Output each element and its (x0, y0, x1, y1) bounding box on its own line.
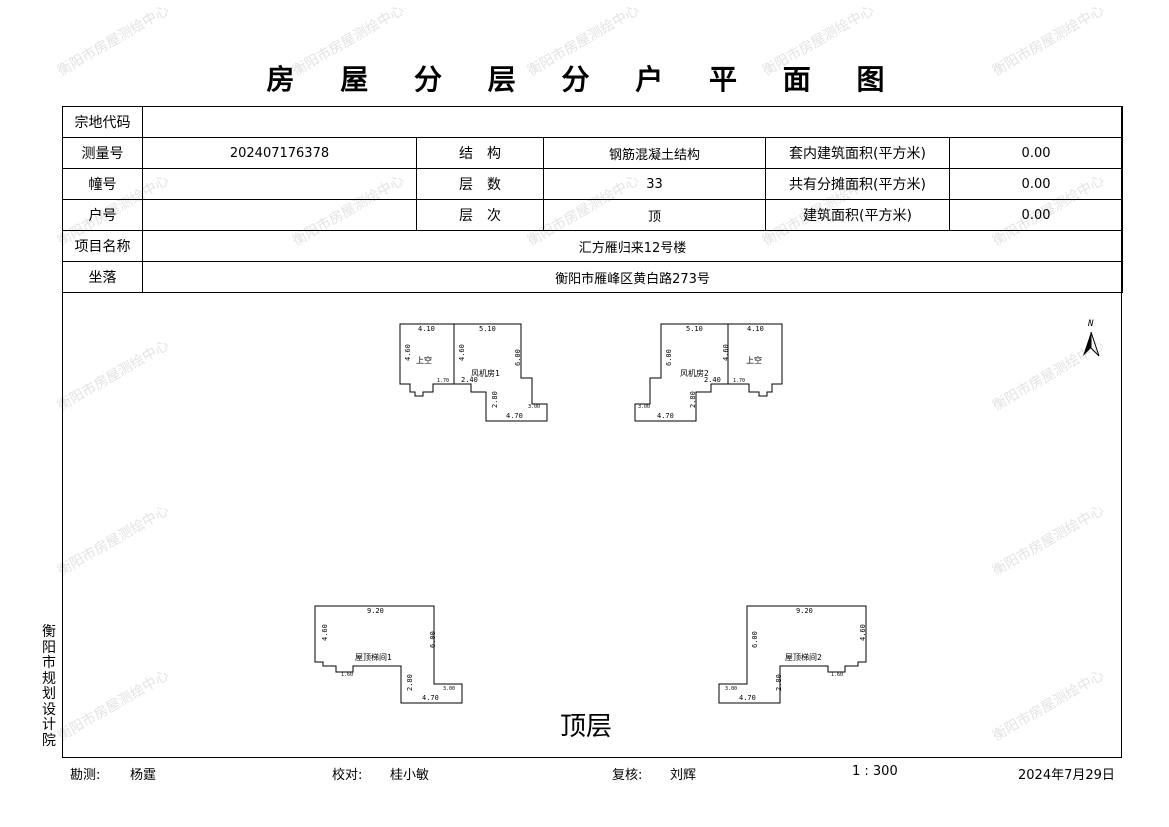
shared-area-label: 共有分摊面积(平方米) (765, 168, 950, 200)
checker-name: 桂小敏 (390, 768, 430, 783)
location-value: 衡阳市雁峰区黄白路273号 (141, 261, 1124, 293)
dim-label: 2.80 (689, 391, 697, 408)
parcel-code-value (141, 106, 1124, 138)
dim-label: 9.20 (367, 607, 384, 615)
north-arrow-icon: N (1083, 319, 1100, 357)
row-parcel-code: 宗地代码 (62, 106, 1124, 138)
building-area-label: 建筑面积(平方米) (765, 199, 950, 231)
dim-label: 4.60 (321, 624, 329, 641)
room-label-void-right: 上空 (746, 355, 762, 365)
inner-area-value: 0.00 (948, 137, 1124, 169)
dim-label: 2.40 (461, 376, 478, 384)
dim-label: 2.80 (775, 674, 783, 691)
info-table: 宗地代码 测量号 202407176378 结 构 钢筋混凝土结构 套内建筑面积… (62, 106, 1124, 293)
page-title: 房 屋 分 层 分 户 平 面 图 (266, 63, 903, 96)
dim-label: 9.20 (796, 607, 813, 615)
building-area-value: 0.00 (948, 199, 1124, 231)
dim-label: 2.40 (704, 376, 721, 384)
dim-label: 4.70 (657, 412, 674, 420)
dim-label: 4.60 (859, 624, 867, 641)
floor-plan: 4.10 5.10 4.60 4.60 6.00 2.40 1.70 2.80 … (314, 319, 1100, 704)
north-label: N (1087, 319, 1094, 329)
survey-no-value: 202407176378 (142, 137, 417, 169)
dim-label: 4.60 (458, 344, 466, 361)
dim-label: 1.70 (437, 378, 449, 384)
location-label: 坐落 (62, 261, 143, 293)
room-label-fan-room-2: 风机房2 (680, 368, 709, 378)
dim-label: 4.10 (747, 325, 764, 333)
dim-label: 3.00 (443, 686, 455, 692)
project-label: 项目名称 (62, 230, 143, 262)
dim-label: 3.00 (725, 686, 737, 692)
dim-label: 4.70 (739, 694, 756, 702)
checker-label: 校对: (332, 768, 363, 783)
side-char: 计 (42, 717, 56, 733)
floor-label: 层 次 (416, 199, 544, 231)
dim-label: 4.60 (404, 344, 412, 361)
unit-no-value (142, 199, 417, 231)
building-no-label: 幢号 (62, 168, 143, 200)
room-outline-fan-room-2 (634, 323, 728, 422)
room-label-void-left: 上空 (416, 355, 432, 365)
structure-label: 结 构 (416, 137, 544, 169)
row-unit: 户号 层 次 顶 建筑面积(平方米) 0.00 (62, 199, 1124, 231)
dim-label: 4.10 (418, 325, 435, 333)
dim-label: 4.70 (422, 694, 439, 702)
floors-label: 层 数 (416, 168, 544, 200)
room-outline-stair-room-2 (718, 605, 867, 704)
dim-label: 4.60 (722, 344, 730, 361)
side-char: 阳 (42, 639, 56, 656)
side-char: 院 (42, 732, 56, 749)
dim-label: 6.00 (665, 349, 673, 366)
dim-label: 2.80 (406, 674, 414, 691)
room-label-stair-room-1: 屋顶梯间1 (355, 652, 392, 662)
dim-label: 1.60 (831, 672, 843, 678)
room-label-stair-room-2: 屋顶梯间2 (785, 652, 822, 662)
reviewer-label: 复核: (612, 768, 643, 783)
reviewer-name: 刘辉 (670, 768, 697, 783)
sheet-label: 顶层 (560, 712, 613, 742)
surveyor-name: 杨霆 (130, 768, 157, 783)
dim-label: 3.00 (638, 404, 650, 410)
row-building: 幢号 层 数 33 共有分摊面积(平方米) 0.00 (62, 168, 1124, 200)
room-outline-stair-room-1 (314, 605, 463, 704)
project-value: 汇方雁归来12号楼 (141, 230, 1124, 262)
dim-label: 6.00 (429, 631, 437, 648)
building-no-value (142, 168, 417, 200)
side-char: 市 (42, 655, 56, 671)
structure-value: 钢筋混凝土结构 (543, 137, 766, 169)
side-char: 设 (42, 701, 56, 718)
floor-value: 顶 (543, 199, 766, 231)
inner-area-label: 套内建筑面积(平方米) (765, 137, 950, 169)
room-outline-fan-room-1 (454, 323, 548, 422)
shared-area-value: 0.00 (948, 168, 1124, 200)
dim-label: 5.10 (479, 325, 496, 333)
dim-label: 6.00 (514, 349, 522, 366)
room-label-fan-room-1: 风机房1 (471, 368, 500, 378)
dim-label: 1.60 (341, 672, 353, 678)
row-survey: 测量号 202407176378 结 构 钢筋混凝土结构 套内建筑面积(平方米)… (62, 137, 1124, 169)
surveyor-label: 勘测: (70, 768, 101, 783)
dim-label: 6.00 (751, 631, 759, 648)
survey-no-label: 测量号 (62, 137, 143, 169)
scale: 1 : 300 (852, 764, 898, 779)
dim-label: 4.70 (506, 412, 523, 420)
dim-label: 2.80 (491, 391, 499, 408)
institute-vertical-text: 衡 阳 市 规 划 设 计 院 (40, 624, 58, 749)
floors-value: 33 (543, 168, 766, 200)
date: 2024年7月29日 (1018, 768, 1115, 783)
side-char: 规 (42, 670, 56, 687)
side-char: 划 (42, 686, 56, 702)
dim-label: 5.10 (686, 325, 703, 333)
parcel-code-label: 宗地代码 (62, 106, 143, 138)
dim-label: 3.00 (528, 404, 540, 410)
unit-no-label: 户号 (62, 199, 143, 231)
row-project: 项目名称 汇方雁归来12号楼 (62, 230, 1124, 262)
side-char: 衡 (42, 624, 56, 640)
dim-label: 1.70 (733, 378, 745, 384)
row-location: 坐落 衡阳市雁峰区黄白路273号 (62, 261, 1124, 293)
